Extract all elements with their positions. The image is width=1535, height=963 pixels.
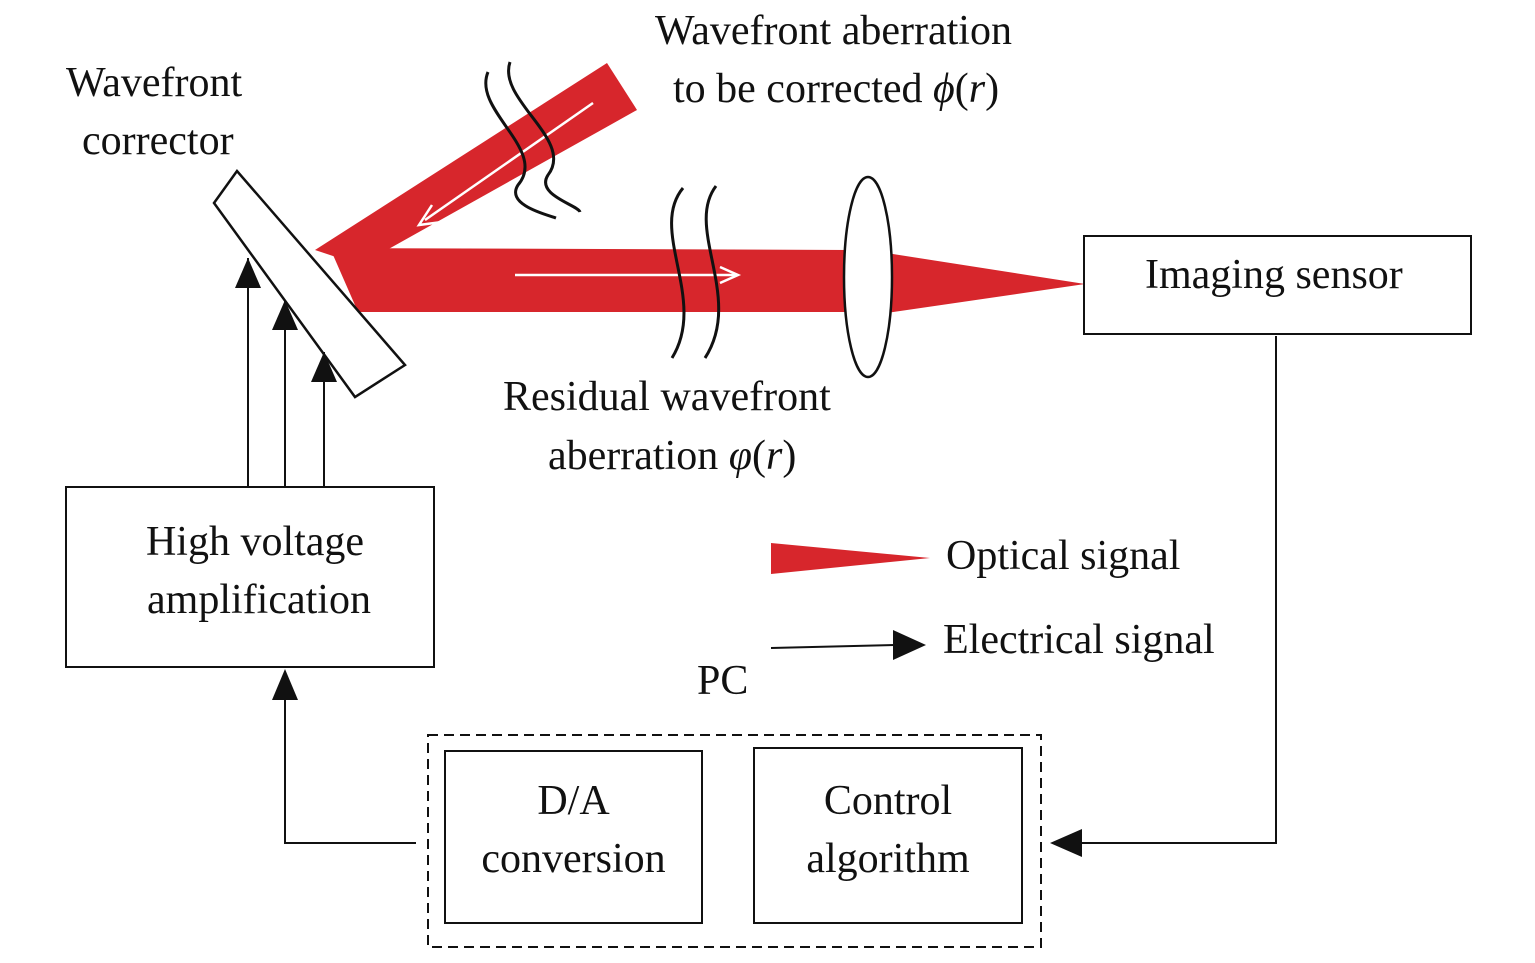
- pc-to-hv-arrowhead-icon: [272, 669, 298, 700]
- aberration-arg: r: [968, 66, 986, 112]
- corrector-label-line2: corrector: [82, 118, 234, 164]
- residual-wavefront-curve-1: [670, 187, 686, 359]
- incoming-beam: [315, 63, 637, 265]
- residual-wavefront-curve-2: [703, 185, 721, 359]
- imaging-sensor-box: [1083, 235, 1472, 335]
- aberration-label-text: to be corrected: [673, 66, 934, 112]
- da-conversion-box: [444, 750, 703, 924]
- hv-to-corrector-arrowhead-1-icon: [235, 258, 261, 288]
- residual-label-text: aberration: [548, 433, 729, 479]
- aberration-arg-open: (: [954, 66, 969, 112]
- da-label-line2: conversion: [481, 836, 666, 882]
- pc-container: [427, 734, 1042, 948]
- control-label-line1: Control: [823, 778, 953, 824]
- control-label-line2: algorithm: [806, 836, 970, 882]
- corrector-label-line1: Wavefront: [66, 60, 243, 106]
- focused-beam-cone: [880, 252, 1085, 314]
- incoming-arrowhead-icon: [416, 204, 443, 227]
- hv-to-corrector-arrowhead-3-icon: [311, 352, 337, 382]
- hv-to-corrector-arrowhead-2-icon: [272, 300, 298, 330]
- imaging-sensor-label: Imaging sensor: [1145, 252, 1403, 298]
- residual-arg: r: [766, 433, 783, 479]
- focusing-lens: [842, 175, 894, 379]
- pc-to-hv-line: [284, 672, 416, 844]
- incoming-wavefront-curve-2: [507, 61, 582, 213]
- incoming-wavefront-curve-1: [484, 71, 557, 220]
- aberration-arg-close: ): [985, 66, 1000, 112]
- reflected-arrowhead-icon: [719, 265, 742, 285]
- da-label-line1: D/A: [537, 778, 610, 824]
- incoming-direction-arrow: [424, 101, 594, 222]
- control-algorithm-box: [753, 747, 1023, 924]
- legend-optical-label: Optical signal: [946, 533, 1181, 579]
- sensor-to-pc-arrowhead-icon: [1050, 829, 1082, 857]
- pc-label: PC: [697, 658, 749, 704]
- residual-label-line2: aberration φ(r): [548, 427, 796, 485]
- aberration-label-line2: to be corrected ϕ(r): [673, 60, 999, 118]
- residual-arg-close: ): [782, 433, 797, 479]
- legend-electrical-arrowhead-icon: [893, 630, 926, 660]
- residual-label-line1: Residual wavefront: [503, 374, 831, 420]
- hv-label-line2: amplification: [147, 577, 371, 623]
- reflected-beam: [330, 248, 852, 312]
- legend-electrical-label: Electrical signal: [943, 617, 1215, 663]
- residual-arg-open: (: [752, 433, 766, 479]
- sensor-to-pc-line: [1058, 336, 1277, 844]
- wavefront-corrector-mirror: [212, 168, 407, 399]
- high-voltage-box: [65, 486, 435, 668]
- aberration-label-line1: Wavefront aberration: [655, 8, 1012, 54]
- legend-optical-swatch: [771, 543, 930, 574]
- hv-label-line1: High voltage: [145, 519, 365, 565]
- residual-symbol: φ: [728, 433, 752, 479]
- legend-electrical-line: [770, 644, 896, 649]
- aberration-symbol: ϕ: [933, 66, 955, 112]
